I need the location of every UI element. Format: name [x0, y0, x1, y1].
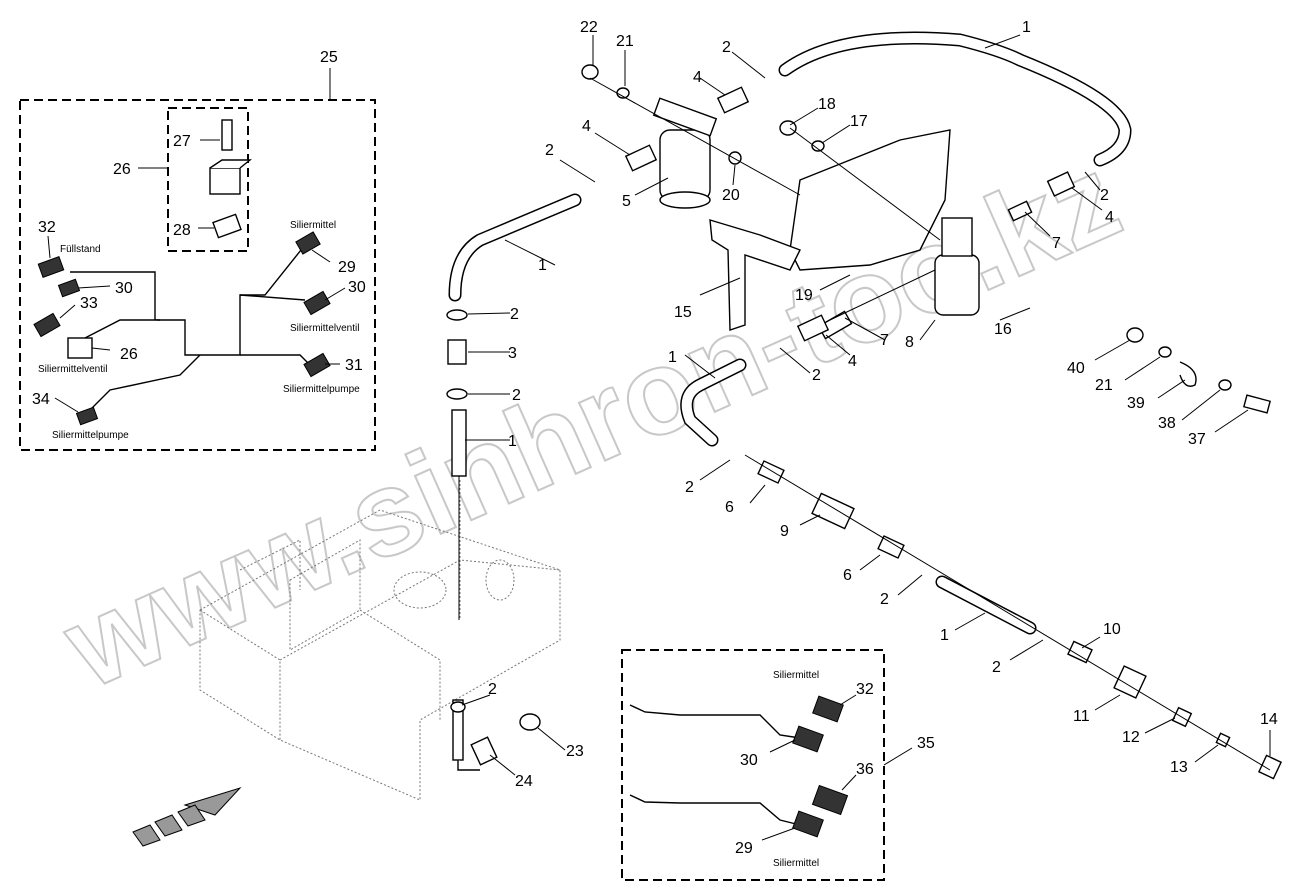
callout-4: 4 [1105, 209, 1114, 226]
callout-39: 39 [1127, 395, 1145, 412]
callout-30: 30 [348, 279, 366, 296]
callout-24: 24 [515, 773, 533, 790]
callout-2: 2 [545, 142, 554, 159]
callout-2: 2 [510, 306, 519, 323]
label-siliermittel: Siliermittel [773, 670, 819, 681]
callout-1: 1 [508, 433, 517, 450]
direction-arrow [132, 786, 242, 847]
callout-9: 9 [780, 523, 789, 540]
callout-1: 1 [538, 257, 547, 274]
callout-20: 20 [722, 187, 740, 204]
callout-34: 34 [32, 391, 50, 408]
callout-33: 33 [80, 295, 98, 312]
harness-box-35 [621, 649, 913, 881]
hose-parts [448, 31, 1132, 635]
callout-3: 3 [508, 345, 517, 362]
label-siliermittelventil: Siliermittelventil [38, 364, 107, 375]
callout-2: 2 [685, 479, 694, 496]
callout-27: 27 [173, 133, 191, 150]
callout-21: 21 [1095, 377, 1113, 394]
callout-6: 6 [843, 567, 852, 584]
callout-1: 1 [940, 627, 949, 644]
label-siliermittel: Siliermittel [773, 858, 819, 869]
callout-10: 10 [1103, 621, 1121, 638]
callout-26: 26 [120, 346, 138, 363]
label-siliermittel: Siliermittel [290, 220, 336, 231]
callout-16: 16 [994, 321, 1012, 338]
callout-30: 30 [115, 280, 133, 297]
callout-13: 13 [1170, 759, 1188, 776]
callout-28: 28 [173, 222, 191, 239]
callout-2: 2 [722, 39, 731, 56]
valve-chain [446, 64, 1282, 780]
callout-12: 12 [1122, 729, 1140, 746]
callout-22: 22 [580, 19, 598, 36]
callout-29: 29 [338, 259, 356, 276]
harness-box-25 [19, 68, 376, 451]
callout-40: 40 [1067, 360, 1085, 377]
callout-30: 30 [740, 752, 758, 769]
label-fullstand: Füllstand [60, 244, 101, 255]
callout-2: 2 [812, 367, 821, 384]
callout-4: 4 [693, 69, 702, 86]
callout-35: 35 [917, 735, 935, 752]
callout-31: 31 [345, 357, 363, 374]
callout-32: 32 [856, 681, 874, 698]
callout-25: 25 [320, 49, 338, 66]
tank-outline [199, 480, 561, 801]
text-labels: Füllstand Siliermittel Siliermittelventi… [38, 220, 819, 869]
callout-6: 6 [725, 499, 734, 516]
filter-assembly [624, 86, 1076, 342]
callout-4: 4 [582, 118, 591, 135]
callout-29: 29 [735, 840, 753, 857]
label-siliermittelpumpe: Siliermittelpumpe [283, 384, 360, 395]
callout-21: 21 [616, 33, 634, 50]
callout-1: 1 [668, 349, 677, 366]
callout-17: 17 [850, 113, 868, 130]
callout-1: 1 [1022, 19, 1031, 36]
callout-23: 23 [566, 743, 584, 760]
callout-37: 37 [1188, 431, 1206, 448]
callout-7: 7 [1052, 235, 1061, 252]
callout-26: 26 [113, 161, 131, 178]
callout-2: 2 [512, 387, 521, 404]
callout-14: 14 [1260, 711, 1278, 728]
callout-36: 36 [856, 761, 874, 778]
callout-5: 5 [622, 193, 631, 210]
callout-15: 15 [674, 304, 692, 321]
callout-38: 38 [1158, 415, 1176, 432]
callout-11: 11 [1073, 708, 1090, 725]
callout-18: 18 [818, 96, 836, 113]
callout-2: 2 [488, 681, 497, 698]
callout-8: 8 [905, 334, 914, 351]
callout-19: 19 [795, 287, 813, 304]
leader-lines [461, 34, 1271, 776]
callout-7: 7 [880, 332, 889, 349]
watermark-text: www.sinhron-too.kz [45, 129, 1138, 714]
label-siliermittelpumpe: Siliermittelpumpe [52, 430, 129, 441]
callout-32: 32 [38, 219, 56, 236]
callout-numbers: 1 1 1 1 1 2 2 2 2 2 2 2 2 2 2 3 4 4 4 4 … [32, 19, 1278, 857]
label-siliermittelventil: Siliermittelventil [290, 323, 359, 334]
callout-2: 2 [1100, 187, 1109, 204]
callout-4: 4 [848, 353, 857, 370]
callout-2: 2 [992, 659, 1001, 676]
callout-2: 2 [880, 591, 889, 608]
